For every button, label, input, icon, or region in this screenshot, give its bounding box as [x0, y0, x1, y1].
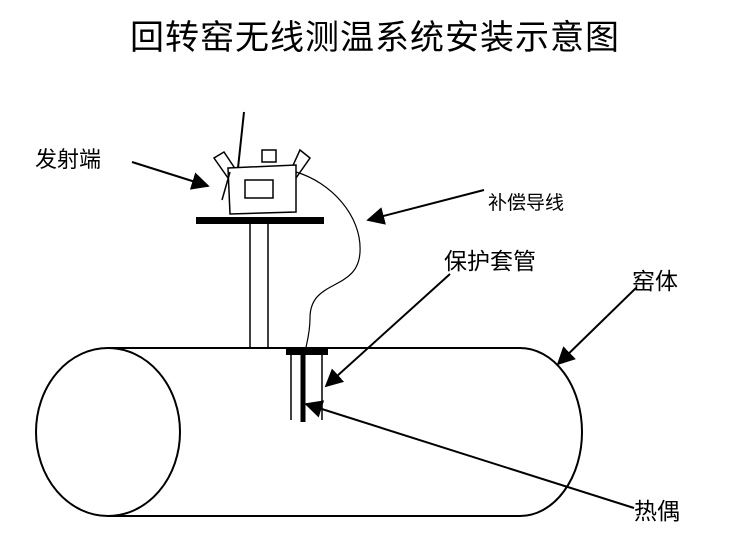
- pointer-arrows: [131, 161, 637, 509]
- label-compensation-wire: 补偿导线: [488, 192, 565, 214]
- label-protective-sleeve: 保护套管: [444, 249, 536, 275]
- label-thermocouple: 热偶: [634, 499, 680, 525]
- arrow-protective-sleeve: [324, 273, 451, 388]
- arrow-compensation-wire: [366, 189, 485, 225]
- arrow-kiln-body: [556, 287, 637, 366]
- mounting-plate: [196, 217, 324, 224]
- compensation-wire-line: [295, 171, 361, 353]
- arrow-transmitter: [131, 161, 210, 190]
- mounting-pipe: [249, 224, 269, 348]
- protective-sleeve: [286, 349, 328, 422]
- arrow-thermocouple: [304, 400, 635, 509]
- kiln-cylinder: [35, 347, 583, 517]
- label-kiln-body: 窑体: [632, 269, 678, 295]
- transmitter-device: [212, 111, 312, 215]
- label-transmitter: 发射端: [35, 148, 102, 173]
- diagram-title: 回转窑无线测温系统安装示意图: [130, 18, 620, 58]
